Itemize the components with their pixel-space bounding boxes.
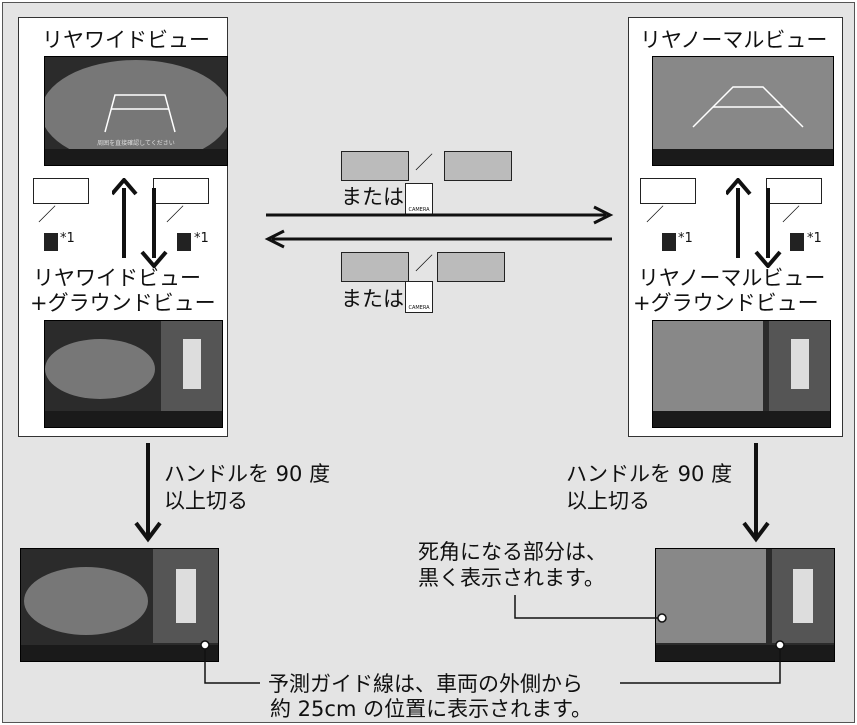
rear-wide-ground-screen bbox=[44, 320, 223, 428]
screen-button-bar bbox=[45, 411, 222, 427]
split-camera-image bbox=[24, 549, 218, 643]
chevron-right-icon bbox=[44, 233, 58, 251]
chevron-right-icon bbox=[662, 233, 676, 251]
rear-normal-ground-title-1: リヤノーマルビュー bbox=[638, 266, 826, 290]
screen-button-bar bbox=[45, 149, 227, 165]
screen-button-bar bbox=[21, 645, 218, 661]
camera-label: CAMERA bbox=[408, 305, 430, 311]
wide-view-icon bbox=[437, 252, 505, 282]
chevron-left-icon bbox=[790, 233, 804, 251]
steering-left-line2: 以上切る bbox=[164, 489, 248, 513]
normal-view-icon bbox=[341, 151, 409, 181]
screen-button-bar bbox=[656, 645, 834, 661]
blind-note-line1: 死角になる部分は、 bbox=[418, 540, 607, 564]
camera-label: CAMERA bbox=[408, 207, 430, 213]
guide-note-line1: 予測ガイド線は、車両の外側から bbox=[268, 672, 583, 696]
rear-wide-screen: 周囲を直接確認してください bbox=[44, 56, 228, 166]
rear-normal-ground-screen bbox=[652, 320, 831, 428]
camera-button-icon: CAMERA bbox=[405, 281, 433, 313]
screen-button-bar bbox=[653, 411, 830, 427]
steering-left-line1: ハンドルを 90 度 bbox=[164, 462, 331, 486]
normal-view-icon bbox=[444, 151, 512, 181]
footnote: *1 bbox=[807, 231, 822, 246]
footnote: *1 bbox=[194, 231, 209, 246]
steering-right-line2: 以上切る bbox=[566, 489, 650, 513]
slash: ／ bbox=[415, 254, 433, 275]
footnote: *1 bbox=[678, 231, 693, 246]
wide-view-icon bbox=[33, 178, 89, 204]
leader-line bbox=[200, 640, 785, 684]
screen-caution-text: 周囲を直接確認してください bbox=[97, 140, 175, 147]
rear-wide-ground-title-1: リヤワイドビュー bbox=[33, 266, 201, 290]
slash: ／ bbox=[166, 205, 184, 226]
leader-line bbox=[514, 595, 667, 623]
camera-button-icon: CAMERA bbox=[405, 183, 433, 215]
down-arrow bbox=[742, 443, 770, 543]
split-camera-image bbox=[656, 549, 834, 643]
arrow-left bbox=[264, 229, 612, 249]
rear-normal-camera-image bbox=[653, 57, 833, 149]
rear-wide-camera-image bbox=[45, 60, 227, 164]
rear-normal-title: リヤノーマルビュー bbox=[640, 28, 828, 52]
slash: ／ bbox=[415, 153, 433, 174]
arrow-right bbox=[266, 205, 614, 225]
slash: ／ bbox=[38, 205, 56, 226]
split-camera-image bbox=[653, 321, 830, 411]
rear-normal-ground-title-2: +グラウンドビュー bbox=[633, 291, 819, 315]
rear-normal-screen bbox=[652, 56, 834, 166]
footnote: *1 bbox=[60, 231, 75, 246]
steering-right-line1: ハンドルを 90 度 bbox=[566, 462, 733, 486]
up-down-arrows bbox=[726, 178, 782, 268]
wide-view-icon bbox=[341, 252, 409, 282]
screen-button-bar bbox=[653, 149, 833, 165]
down-arrow bbox=[134, 443, 162, 543]
blind-note-line2: 黒く表示されます。 bbox=[418, 566, 605, 590]
turned-right-screen bbox=[655, 548, 835, 662]
slash: ／ bbox=[782, 205, 800, 226]
up-down-arrows bbox=[112, 178, 168, 268]
normal-view-icon bbox=[766, 178, 822, 204]
rear-wide-title: リヤワイドビュー bbox=[42, 28, 210, 52]
turned-left-screen bbox=[20, 548, 219, 662]
normal-view-icon bbox=[640, 178, 696, 204]
rear-wide-ground-title-2: +グラウンドビュー bbox=[30, 291, 216, 315]
guide-note-line2: 約 25cm の位置に表示されます。 bbox=[270, 697, 592, 721]
chevron-left-icon bbox=[177, 233, 191, 251]
or-text: または bbox=[341, 287, 404, 311]
slash: ／ bbox=[646, 205, 664, 226]
split-camera-image bbox=[45, 321, 222, 411]
or-text: または bbox=[341, 185, 404, 209]
